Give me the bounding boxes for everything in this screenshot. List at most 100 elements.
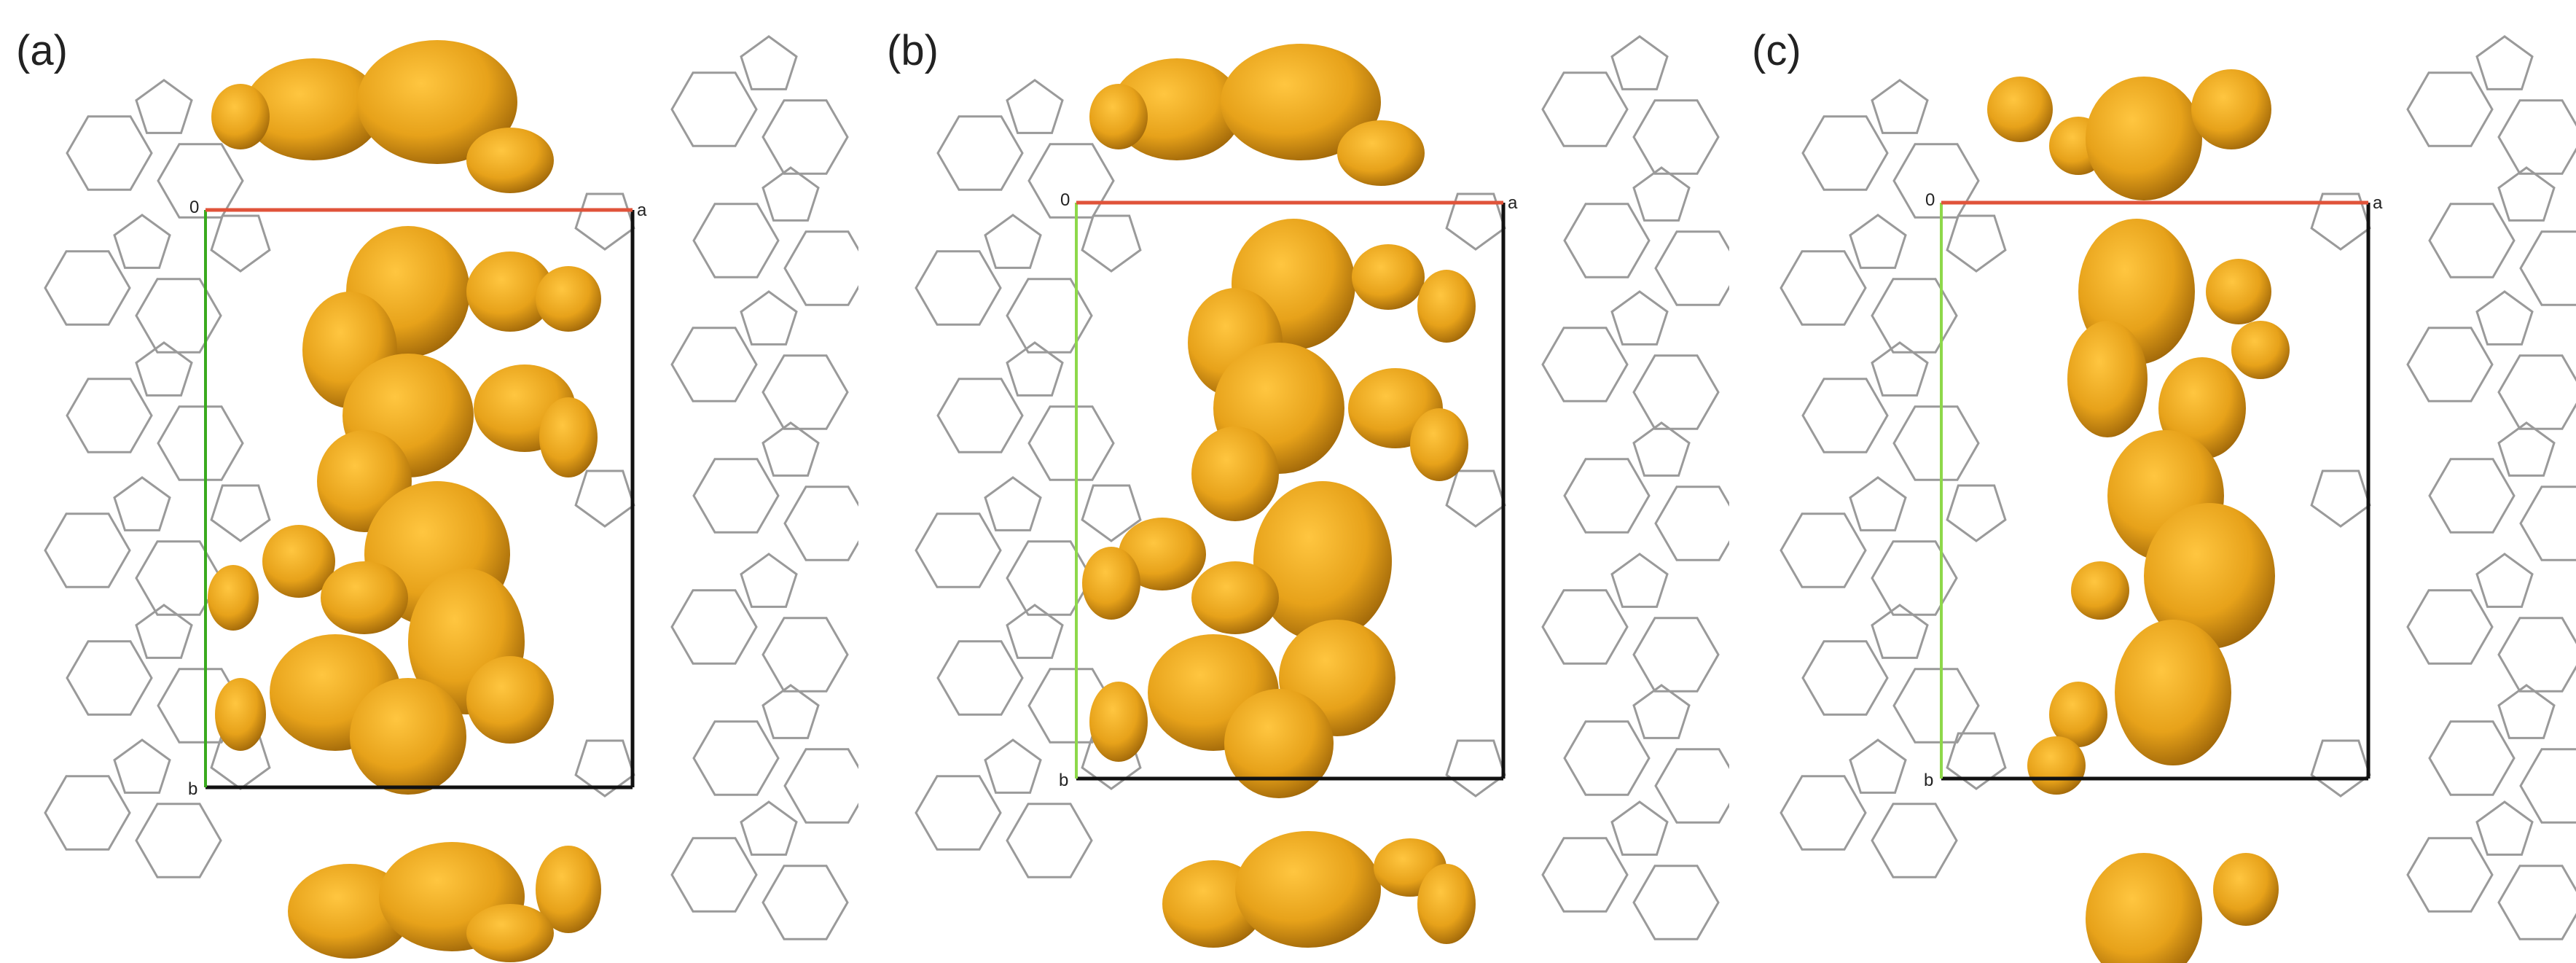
molecule-pentagon-4 [984, 476, 1042, 531]
molecule-ring-5b [1892, 668, 1980, 744]
molecule-pentagon-6 [1849, 738, 1907, 794]
molecule-ring-13b [1632, 865, 1720, 940]
origin-label: 0 [189, 198, 199, 217]
void-blob-25 [466, 904, 554, 962]
a-axis-label: a [2373, 193, 2383, 213]
molecule-fragment-19 [1445, 739, 1506, 798]
void-blob-15 [2027, 736, 2086, 795]
molecule-ring-2 [44, 250, 131, 326]
molecule-ring-7b [2497, 99, 2576, 175]
molecule-ring-3 [1801, 378, 1889, 453]
molecule-framework [1780, 35, 2576, 940]
molecule-ring-7 [1541, 71, 1629, 147]
molecule-ring-9b [762, 354, 849, 430]
void-blob-20 [1224, 689, 1334, 798]
unit-cell: 0 a b [1924, 190, 2383, 790]
molecule-fragment-15 [210, 484, 271, 542]
void-blob-13 [1253, 481, 1392, 642]
unit-cell: 0 a b [1059, 190, 1518, 790]
void-blob-24 [1417, 864, 1476, 944]
molecule-pentagon-7 [2475, 35, 2534, 90]
molecule-ring-6b [1006, 803, 1093, 878]
molecule-ring-11 [670, 589, 758, 665]
panel-label-b: (b) [887, 27, 939, 74]
molecule-ring-13 [670, 837, 758, 913]
molecule-pentagon-10 [762, 421, 820, 477]
molecule-ring-6 [44, 775, 131, 851]
molecule-ring-4 [44, 512, 131, 588]
molecule-pentagon-11 [740, 553, 798, 608]
molecule-fragment-19 [2310, 739, 2371, 798]
void-blob-16 [1082, 547, 1140, 620]
molecule-pentagon-13 [2475, 800, 2534, 856]
molecule-ring-6 [915, 775, 1002, 851]
molecule-ring-5 [936, 640, 1024, 716]
molecule-ring-12 [692, 720, 780, 796]
molecule-fragment-18 [210, 732, 271, 790]
molecule-ring-4b [135, 540, 222, 616]
void-blob-2 [357, 40, 517, 164]
molecule-pentagon-5 [135, 604, 193, 659]
void-blob-4 [2191, 69, 2271, 149]
a-axis-label: a [1508, 193, 1518, 213]
molecule-pentagon-1 [1006, 79, 1064, 134]
void-blob-12 [2144, 503, 2275, 649]
void-surfaces [1082, 44, 1476, 948]
molecule-ring-12b [1654, 748, 1729, 824]
panel-b: 0 a b (b) [871, 0, 1729, 963]
void-blob-3 [466, 128, 554, 193]
molecule-ring-13 [1541, 837, 1629, 913]
void-blob-4 [211, 84, 270, 149]
molecule-pentagon-5 [1006, 604, 1064, 659]
void-blob-7 [2231, 321, 2290, 379]
panel-label-a: (a) [16, 27, 68, 74]
molecule-ring-4b [1871, 540, 1958, 616]
molecule-ring-12 [2428, 720, 2516, 796]
molecule-ring-1b [1892, 143, 1980, 219]
molecule-pentagon-7 [740, 35, 798, 90]
molecule-ring-2b [1871, 278, 1958, 354]
molecule-ring-3b [157, 405, 244, 481]
molecule-pentagon-3 [135, 341, 193, 397]
void-blob-6 [2206, 259, 2271, 324]
molecule-fragment-17 [2310, 469, 2371, 528]
molecule-ring-6b [1871, 803, 1958, 878]
void-blob-24 [536, 846, 601, 933]
molecule-ring-9 [670, 327, 758, 402]
molecule-ring-9 [2406, 327, 2494, 402]
void-blob-4 [1089, 84, 1148, 149]
molecule-ring-7 [670, 71, 758, 147]
molecule-ring-11b [762, 617, 849, 693]
void-blob-22 [1235, 831, 1381, 948]
molecule-fragment-14 [1946, 214, 2007, 273]
void-blob-19 [466, 656, 554, 744]
molecule-ring-6b [135, 803, 222, 878]
molecule-ring-11b [2497, 617, 2576, 693]
molecule-ring-5b [157, 668, 244, 744]
panel-a: 0 a b (a) [0, 0, 858, 963]
molecule-fragment-18 [1946, 732, 2007, 790]
molecule-fragment-15 [1081, 484, 1142, 542]
panel-label-c: (c) [1752, 27, 1801, 74]
molecule-fragment-15 [1946, 484, 2007, 542]
a-axis-label: a [637, 200, 647, 220]
molecule-fragment-14 [210, 214, 271, 273]
molecule-pentagon-3 [1871, 341, 1929, 397]
molecule-ring-12 [1563, 720, 1651, 796]
void-blob-14 [1119, 518, 1206, 590]
void-blob-15 [321, 561, 408, 634]
molecule-pentagon-8 [2497, 166, 2556, 222]
molecule-pentagon-11 [2475, 553, 2534, 608]
crystal-packing-b: 0 a b [915, 35, 1729, 948]
void-blob-1 [244, 58, 383, 160]
molecule-ring-8b [2519, 230, 2576, 306]
molecule-ring-8 [2428, 203, 2516, 278]
molecule-fragment-17 [1445, 469, 1506, 528]
molecule-pentagon-13 [1610, 800, 1669, 856]
molecule-ring-11 [2406, 589, 2494, 665]
molecule-ring-3 [936, 378, 1024, 453]
molecule-ring-10 [1563, 458, 1651, 534]
molecule-pentagon-10 [1632, 421, 1691, 477]
void-blob-11 [539, 397, 598, 477]
molecule-ring-5 [66, 640, 153, 716]
